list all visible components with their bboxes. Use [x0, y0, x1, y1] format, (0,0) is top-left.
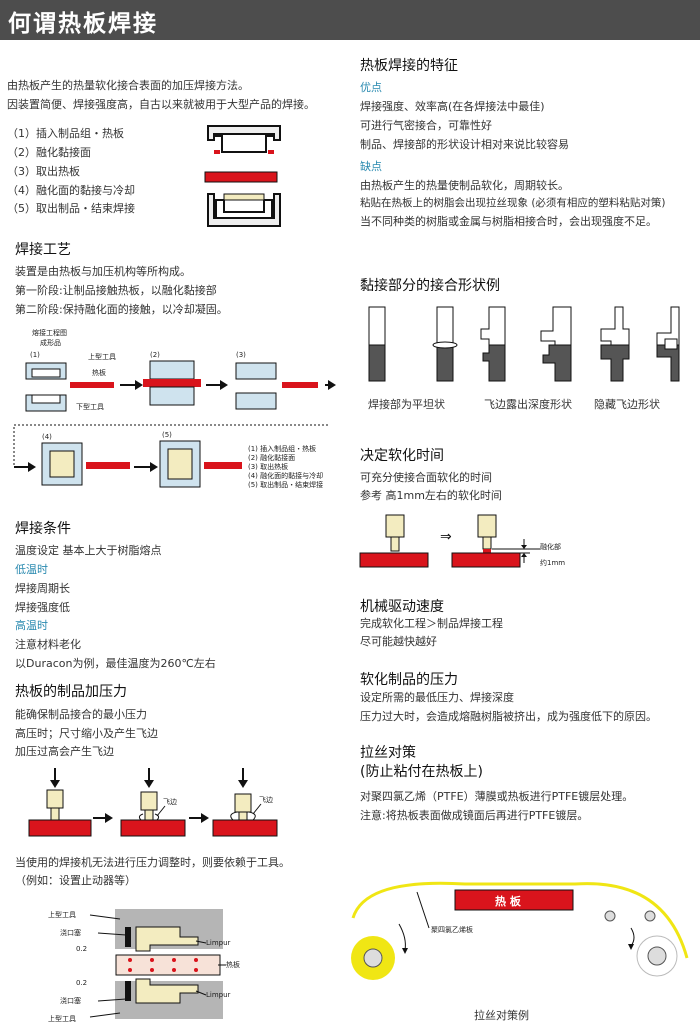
shapes-title: 黏接部分的接合形状例 — [360, 278, 500, 294]
steps-diagram — [204, 125, 281, 227]
process-line-3: 第二阶段:保持融化面的接触，以冷却凝固。 — [15, 303, 228, 316]
string-line-2: 注意:将热板表面做成镜面后再进行PTFE镀层。 — [360, 809, 589, 822]
step-1: （1）插入制品组・热板 — [7, 127, 124, 140]
speed-title: 机械驱动速度 — [360, 599, 444, 615]
flash-label-1: 飞边 — [163, 797, 177, 806]
soften-label-1mm: 约1mm — [540, 558, 565, 567]
intro-line-1: 由热板产生的热量软化接合表面的加压焊接方法。 — [7, 79, 249, 92]
step-3: （3）取出热板 — [7, 165, 80, 178]
tool-diagram: 上型工具 浇口塞 0.2 Limpur 热板 0.2 Limpur 浇口塞 上型… — [48, 909, 240, 1023]
fig-n4: (4) — [42, 433, 52, 441]
cons-line-1: 由热板产生的热量使制品软化，周期较长。 — [360, 179, 569, 192]
step-4: （4）融化面的黏接与冷却 — [7, 184, 135, 197]
string-title-2: (防止粘付在热板上) — [360, 764, 483, 780]
pressure-diagram: 飞边 飞边 — [28, 768, 278, 837]
conditions-title: 焊接条件 — [15, 521, 71, 537]
tool-upper-label-2: 上型工具 — [48, 1014, 76, 1023]
fig-lower-label: 下型工具 — [76, 402, 104, 411]
tool-gap-2: 0.2 — [76, 979, 87, 987]
string-film-label: 聚四氯乙烯板 — [431, 925, 473, 934]
page-title: 何谓热板焊接 — [8, 11, 158, 37]
press2-title: 软化制品的压力 — [360, 672, 458, 688]
high-temp-line-1: 注意材料老化 — [15, 638, 81, 651]
fig-hot-label: 热板 — [92, 368, 106, 377]
pressure-line-2: 高压时；尺寸缩小及产生飞边 — [15, 727, 158, 740]
speed-line-1: 完成软化工程＞制品焊接工程 — [360, 617, 503, 630]
conditions-line-1: 温度设定 基本上大于树脂熔点 — [15, 544, 162, 557]
cons-heading: 缺点 — [360, 160, 382, 173]
pros-line-3: 制品、焊接部的形状设计相对来说比较容易 — [360, 138, 569, 151]
high-temp-heading: 高温时 — [15, 619, 48, 632]
step-5: （5）取出制品・结束焊接 — [7, 202, 135, 215]
soften-label-melt: 融化部 — [540, 542, 561, 551]
joint-shapes-diagram — [368, 306, 680, 382]
low-temp-line-1: 焊接周期长 — [15, 582, 70, 595]
tool-hot-label: 热板 — [226, 960, 240, 969]
press2-line-1: 设定所需的最低压力、焊接深度 — [360, 691, 514, 704]
string-line-1: 对聚四氯乙烯（PTFE）薄膜或热板进行PTFE镀层处理。 — [360, 790, 634, 803]
speed-line-2: 尽可能越快越好 — [360, 635, 437, 648]
pressure-note-2: （例如：设置止动器等） — [15, 874, 136, 887]
fig-sub: 成形品 — [40, 338, 61, 347]
process-line-1: 装置是由热板与加压机构等所构成。 — [15, 265, 191, 278]
intro-line-2: 因装置简便、焊接强度高，自古以来就被用于大型产品的焊接。 — [7, 98, 315, 111]
shape-b-label: 飞边露出深度形状 — [484, 398, 572, 411]
tool-upper-label: 上型工具 — [48, 910, 76, 919]
tool-gap-1: 0.2 — [76, 945, 87, 953]
flash-label-2: 飞边 — [259, 795, 273, 804]
fig-legend-5: (5) 取出制品・结束焊接 — [248, 480, 323, 489]
pressure-note-1: 当使用的焊接机无法进行压力调整时，则要依赖于工具。 — [15, 856, 290, 869]
fig-caption: 熔接工程图 — [32, 328, 67, 337]
shape-c-label: 隐藏飞边形状 — [594, 398, 660, 411]
fig-n2: (2) — [150, 351, 160, 359]
low-temp-line-2: 焊接强度低 — [15, 601, 70, 614]
page-header: 何谓热板焊接 — [0, 0, 700, 40]
pressure-line-3: 加压过高会产生飞边 — [15, 745, 114, 758]
fig-legend-4: (4) 融化面的黏接与冷却 — [248, 471, 323, 480]
pros-line-2: 可进行气密接合，可靠性好 — [360, 119, 492, 132]
string-hot-label: 热 板 — [495, 894, 522, 908]
string-caption: 拉丝对策例 — [474, 1009, 529, 1022]
fig-legend-1: (1) 插入制品组・热板 — [248, 444, 316, 453]
process-line-2: 第一阶段:让制品接触热板，以融化黏接部 — [15, 284, 217, 297]
process-diagram: 熔接工程图 成形品 (1) 上型工具 热板 下型工具 (2) (3) (4) (… — [13, 328, 336, 489]
soften-line-2: 参考 高1mm左右的软化时间 — [360, 489, 502, 502]
pressure-title: 热板的制品加压力 — [15, 684, 127, 700]
tool-gate-label: 浇口塞 — [60, 928, 81, 937]
process-title: 焊接工艺 — [15, 242, 71, 258]
low-temp-heading: 低温时 — [15, 563, 48, 576]
features-title: 热板焊接的特征 — [360, 58, 458, 74]
fig-n3: (3) — [236, 351, 246, 359]
tool-limpur-label-2: Limpur — [206, 991, 231, 999]
soften-arrow: ⇒ — [440, 529, 452, 545]
fig-legend-2: (2) 融化黏接面 — [248, 453, 295, 462]
step-2: （2）融化黏接面 — [7, 146, 91, 159]
fig-upper-label: 上型工具 — [88, 352, 116, 361]
cons-line-3: 当不同种类的树脂或金属与树脂相接合时，会出现强度不足。 — [360, 215, 657, 228]
pros-heading: 优点 — [360, 81, 382, 94]
soften-diagram: ⇒ 融化部 约1mm — [359, 514, 565, 568]
pressure-line-1: 能确保制品接合的最小压力 — [15, 708, 147, 721]
string-title-1: 拉丝对策 — [360, 745, 416, 761]
tool-gate-label-2: 浇口塞 — [60, 996, 81, 1005]
fig-legend-3: (3) 取出热板 — [248, 462, 288, 471]
press2-line-2: 压力过大时，会造成熔融树脂被挤出，成为强度低下的原因。 — [360, 710, 657, 723]
pros-line-1: 焊接强度、效率高(在各焊接法中最佳) — [360, 100, 545, 113]
fig-n5: (5) — [162, 431, 172, 439]
soften-title: 决定软化时间 — [360, 448, 444, 464]
string-diagram: 热 板 聚四氯乙烯板 — [351, 881, 689, 980]
soften-line-1: 可充分使接合面软化的时间 — [360, 471, 492, 484]
high-temp-line-2: 以Duracon为例，最佳温度为260℃左右 — [15, 657, 216, 670]
cons-line-2: 粘贴在热板上的树脂会出现拉丝现象 (必须有相应的塑料粘贴对策) — [360, 197, 666, 209]
tool-limpur-label: Limpur — [206, 939, 231, 947]
shape-a-label: 焊接部为平坦状 — [368, 398, 445, 411]
fig-n1: (1) — [30, 351, 40, 359]
